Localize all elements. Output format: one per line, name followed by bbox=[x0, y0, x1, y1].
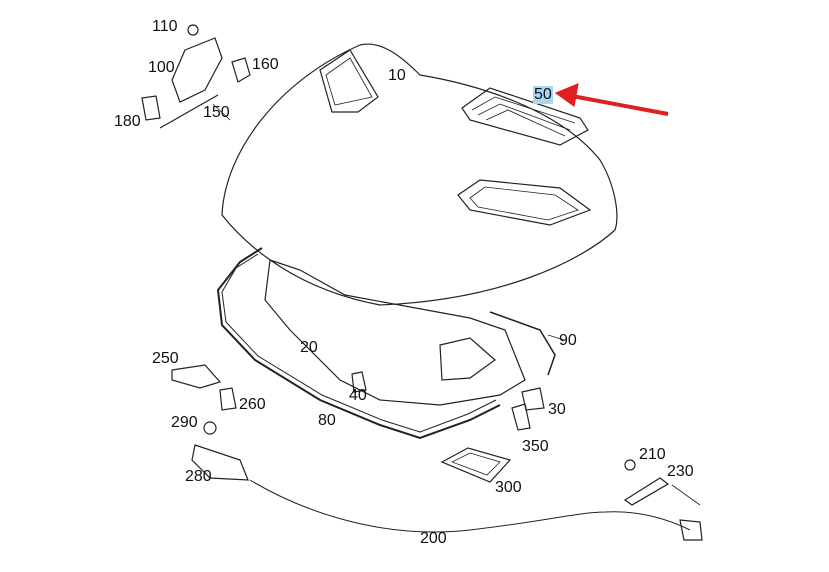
lever-part-230 bbox=[623, 477, 670, 506]
label-20: 20 bbox=[300, 339, 318, 356]
label-180: 180 bbox=[114, 113, 141, 130]
label-260: 260 bbox=[239, 396, 266, 413]
latch-part-280 bbox=[191, 444, 249, 481]
clip-part-160 bbox=[231, 57, 251, 83]
bolt-part-210 bbox=[624, 459, 636, 471]
hood-scoop-left bbox=[319, 49, 379, 113]
label-230: 230 bbox=[667, 463, 694, 480]
label-160: 160 bbox=[252, 56, 279, 73]
hinge-part-100 bbox=[171, 37, 223, 103]
label-90: 90 bbox=[559, 332, 577, 349]
label-250: 250 bbox=[152, 350, 179, 367]
bolt-part-290 bbox=[203, 421, 217, 435]
clip-part-180 bbox=[141, 95, 161, 121]
bumper-part-40 bbox=[351, 371, 367, 393]
cover-part-300 bbox=[440, 447, 512, 483]
bumper-part-260 bbox=[219, 387, 237, 411]
rod-part-150 bbox=[159, 94, 219, 129]
label-150: 150 bbox=[203, 104, 230, 121]
hood-scoop-center bbox=[457, 179, 592, 226]
label-40: 40 bbox=[349, 387, 367, 404]
bolt-part-110 bbox=[187, 24, 199, 36]
hinge-part-250 bbox=[171, 364, 222, 389]
label-210: 210 bbox=[639, 446, 666, 463]
label-280: 280 bbox=[185, 468, 212, 485]
label-10: 10 bbox=[388, 67, 406, 84]
hood-part-10 bbox=[221, 43, 618, 306]
label-300: 300 bbox=[495, 479, 522, 496]
label-50-highlighted: 50 bbox=[533, 86, 553, 104]
vent-grille-part-50 bbox=[461, 87, 589, 146]
label-200: 200 bbox=[420, 530, 447, 547]
cable-part-200 bbox=[249, 479, 691, 533]
bracket-part-350 bbox=[511, 403, 531, 431]
label-110: 110 bbox=[152, 18, 178, 35]
seal-part-90 bbox=[489, 311, 556, 376]
label-30: 30 bbox=[548, 401, 566, 418]
red-arrow-indicator bbox=[554, 83, 669, 116]
label-100: 100 bbox=[148, 59, 175, 76]
label-80: 80 bbox=[318, 412, 336, 429]
insulation-part-20 bbox=[264, 259, 526, 406]
label-290: 290 bbox=[171, 414, 198, 431]
seal-part-80 bbox=[216, 247, 501, 440]
label-350: 350 bbox=[522, 438, 549, 455]
